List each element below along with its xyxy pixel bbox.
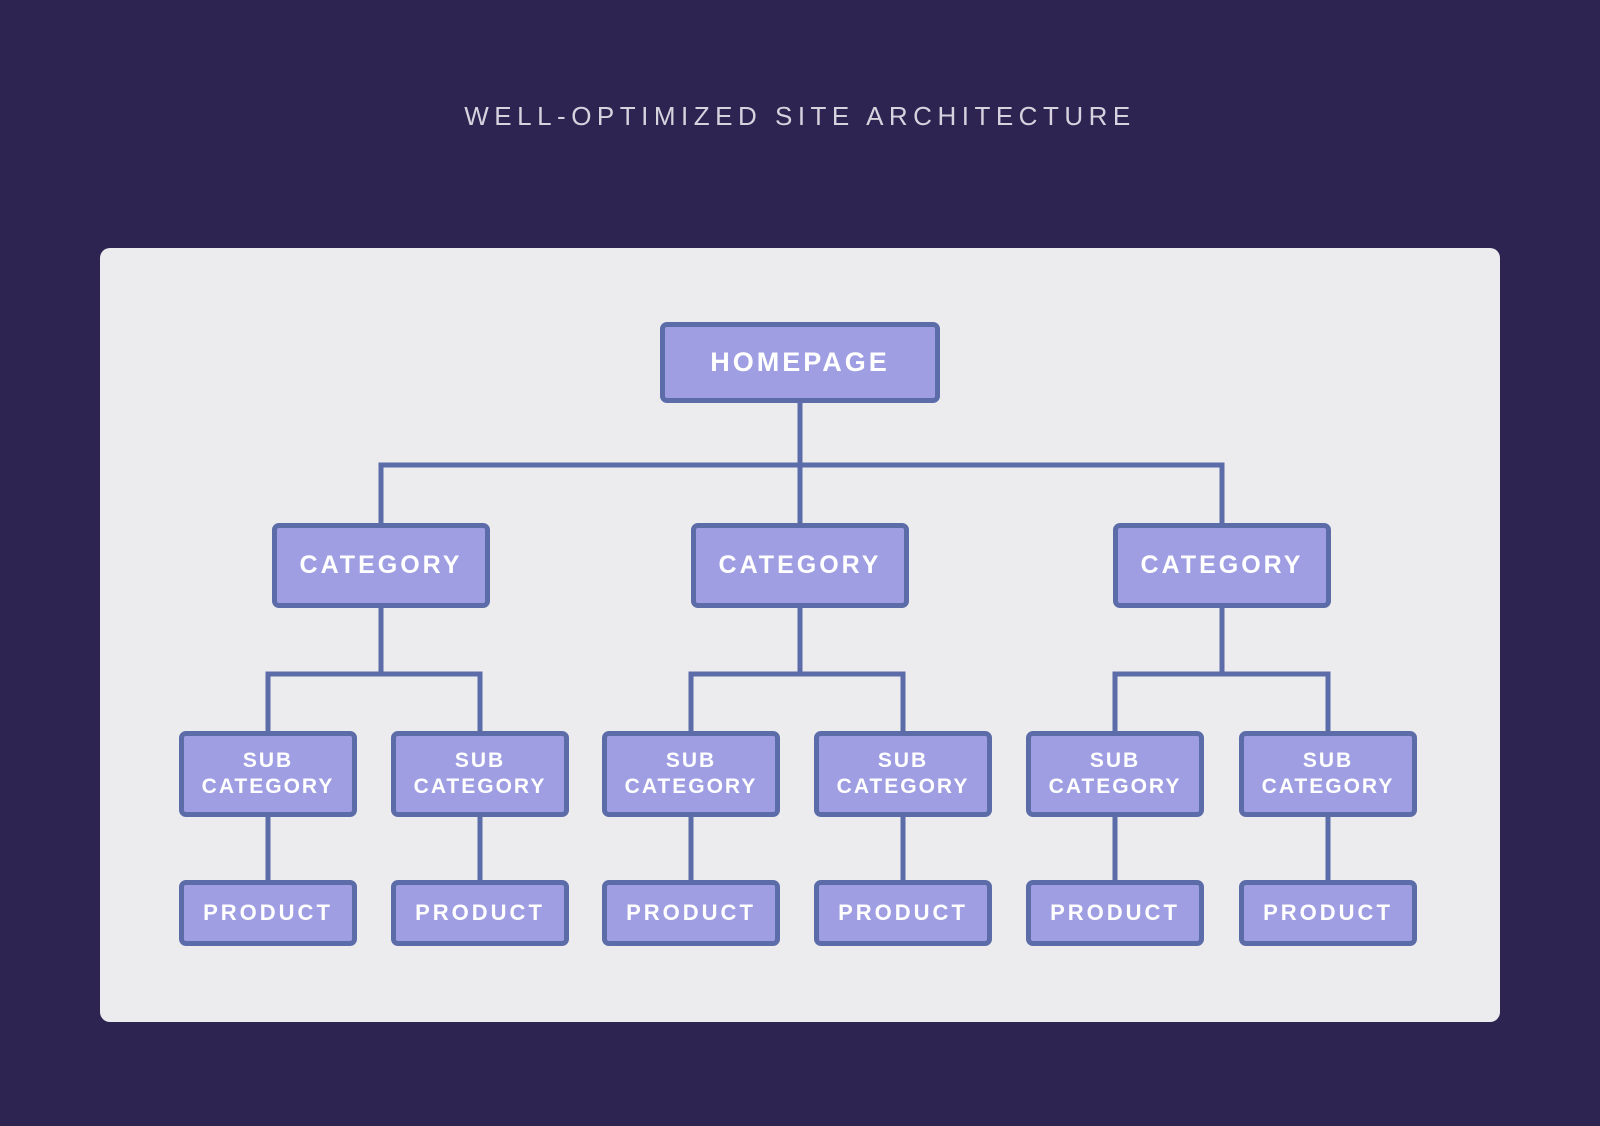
node-subcategory-3-1: SUB CATEGORY: [1026, 731, 1204, 817]
node-product-2-2: PRODUCT: [814, 880, 992, 946]
node-product-1-2-label: PRODUCT: [415, 900, 545, 926]
node-category-3: CATEGORY: [1113, 523, 1331, 608]
node-subcategory-1-2-label: SUB CATEGORY: [413, 748, 547, 798]
node-category-1: CATEGORY: [272, 523, 490, 608]
node-product-3-2: PRODUCT: [1239, 880, 1417, 946]
node-product-1-1-label: PRODUCT: [203, 900, 333, 926]
node-subcategory-3-2: SUB CATEGORY: [1239, 731, 1417, 817]
node-homepage: HOMEPAGE: [660, 322, 940, 403]
node-product-2-1: PRODUCT: [602, 880, 780, 946]
diagram-title: WELL-OPTIMIZED SITE ARCHITECTURE: [464, 101, 1136, 131]
tree-connector-paths: [265, 403, 1331, 883]
node-subcategory-2-2: SUB CATEGORY: [814, 731, 992, 817]
node-subcategory-1-1: SUB CATEGORY: [179, 731, 357, 817]
node-subcategory-3-2-label: SUB CATEGORY: [1261, 748, 1395, 798]
node-product-3-1-label: PRODUCT: [1050, 900, 1180, 926]
connector-lines: [265, 403, 1331, 883]
node-subcategory-3-1-label: SUB CATEGORY: [1048, 748, 1182, 798]
diagram-panel: HOMEPAGE CATEGORY CATEGORY CATEGORY SUB …: [100, 248, 1500, 1022]
node-subcategory-2-1: SUB CATEGORY: [602, 731, 780, 817]
node-subcategory-2-1-label: SUB CATEGORY: [624, 748, 758, 798]
node-category-3-label: CATEGORY: [1140, 550, 1304, 579]
node-product-3-2-label: PRODUCT: [1263, 900, 1393, 926]
node-subcategory-1-1-label: SUB CATEGORY: [201, 748, 335, 798]
node-subcategory-2-2-label: SUB CATEGORY: [836, 748, 970, 798]
node-category-2: CATEGORY: [691, 523, 909, 608]
node-product-3-1: PRODUCT: [1026, 880, 1204, 946]
node-category-1-label: CATEGORY: [299, 550, 463, 579]
node-product-1-2: PRODUCT: [391, 880, 569, 946]
node-subcategory-1-2: SUB CATEGORY: [391, 731, 569, 817]
node-category-2-label: CATEGORY: [718, 550, 882, 579]
node-product-2-1-label: PRODUCT: [626, 900, 756, 926]
node-product-2-2-label: PRODUCT: [838, 900, 968, 926]
node-product-1-1: PRODUCT: [179, 880, 357, 946]
node-homepage-label: HOMEPAGE: [710, 346, 890, 377]
